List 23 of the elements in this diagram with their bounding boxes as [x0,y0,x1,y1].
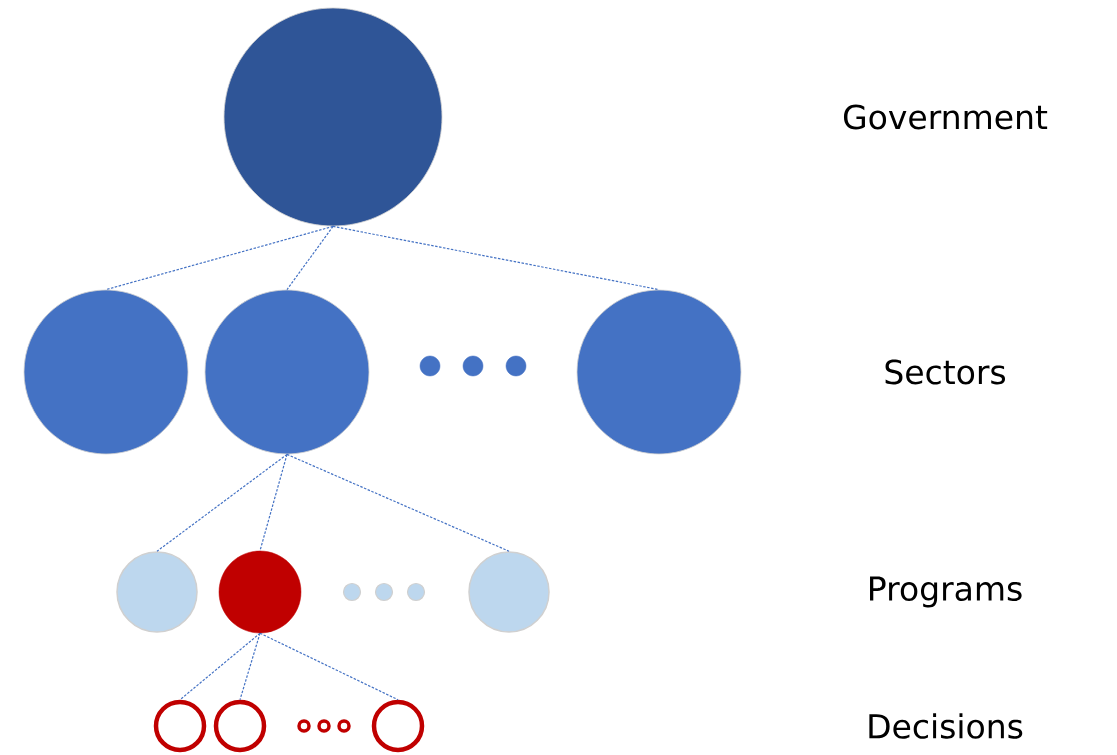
connector-line [286,225,334,291]
circle [23,289,189,455]
circle [213,699,267,753]
level-label: Government [843,104,1048,130]
circle [576,289,742,455]
circle [468,551,550,633]
connector-line [105,225,334,291]
circle [223,7,443,227]
connector-line [259,632,399,701]
connector-line [286,453,510,552]
connector-line [179,632,261,701]
level-label: Sectors [885,359,1006,385]
level-label: Programs [870,576,1022,608]
level-label: Decisions [869,713,1023,739]
connector-line [156,453,288,552]
circle [116,551,198,633]
circle [218,550,302,634]
connector-line [332,225,660,291]
circle [153,699,207,753]
connector-line [259,453,288,552]
connector-line [239,632,261,701]
circle [371,699,425,753]
circle [204,289,370,455]
